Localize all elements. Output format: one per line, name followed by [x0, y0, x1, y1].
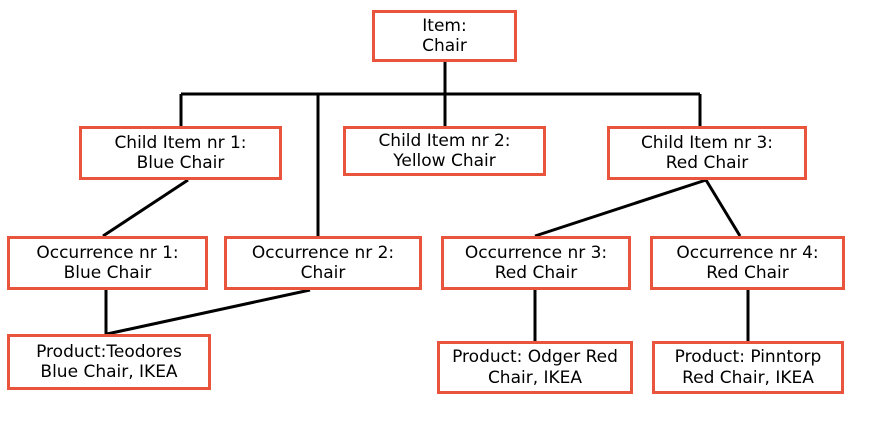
node-child-item-2[interactable]: Child Item nr 2:Yellow Chair — [343, 126, 546, 176]
node-label-secondary: Blue Chair — [63, 263, 152, 283]
edge-child-3-to-occurrence-4 — [704, 179, 742, 237]
node-label-secondary: Blue Chair — [136, 153, 225, 173]
edge-occurrence-2-to-product-teodores — [106, 288, 311, 336]
node-label-primary: Occurrence nr 1: — [36, 242, 179, 263]
node-label-secondary: Chair, IKEA — [487, 367, 583, 388]
node-label-secondary: Red Chair, IKEA — [682, 367, 814, 388]
connector-lines — [102, 62, 750, 341]
node-occurrence-3[interactable]: Occurrence nr 3:Red Chair — [441, 236, 631, 290]
node-item-chair[interactable]: Item:Chair — [372, 10, 517, 62]
node-label-primary: Product: Pinntorp — [674, 347, 822, 368]
node-label-secondary: Red Chair — [665, 153, 749, 173]
node-label-secondary: Chair — [300, 263, 346, 283]
node-label-secondary: Red Chair — [706, 263, 789, 283]
node-label-primary: Product: Odger Red — [452, 347, 618, 368]
node-label-secondary: Chair — [422, 36, 467, 56]
node-label-primary: Occurrence nr 3: — [464, 242, 608, 263]
node-label-primary: Item: — [422, 15, 467, 36]
edge-child-1-to-occurrence-1 — [102, 178, 189, 238]
node-label-primary: Occurrence nr 4: — [676, 242, 819, 263]
node-label-primary: Child Item nr 1: — [114, 132, 247, 153]
node-child-item-3[interactable]: Child Item nr 3:Red Chair — [607, 126, 807, 180]
node-label-primary: Child Item nr 2: — [378, 130, 511, 151]
node-child-item-1[interactable]: Child Item nr 1:Blue Chair — [79, 126, 282, 180]
node-label-primary: Child Item nr 3: — [640, 132, 774, 153]
node-label-primary: Occurrence nr 2: — [251, 242, 395, 263]
edge-child-3-to-occurrence-3 — [534, 178, 707, 238]
node-label-secondary: Yellow Chair — [393, 151, 496, 171]
node-occurrence-1[interactable]: Occurrence nr 1:Blue Chair — [7, 236, 208, 290]
node-label-primary: Product:Teodores — [36, 341, 182, 362]
node-label-secondary: Blue Chair, IKEA — [40, 362, 178, 382]
node-label-secondary: Red Chair — [494, 263, 578, 283]
node-occurrence-4[interactable]: Occurrence nr 4:Red Chair — [650, 236, 845, 290]
node-occurrence-2[interactable]: Occurrence nr 2:Chair — [224, 236, 422, 290]
